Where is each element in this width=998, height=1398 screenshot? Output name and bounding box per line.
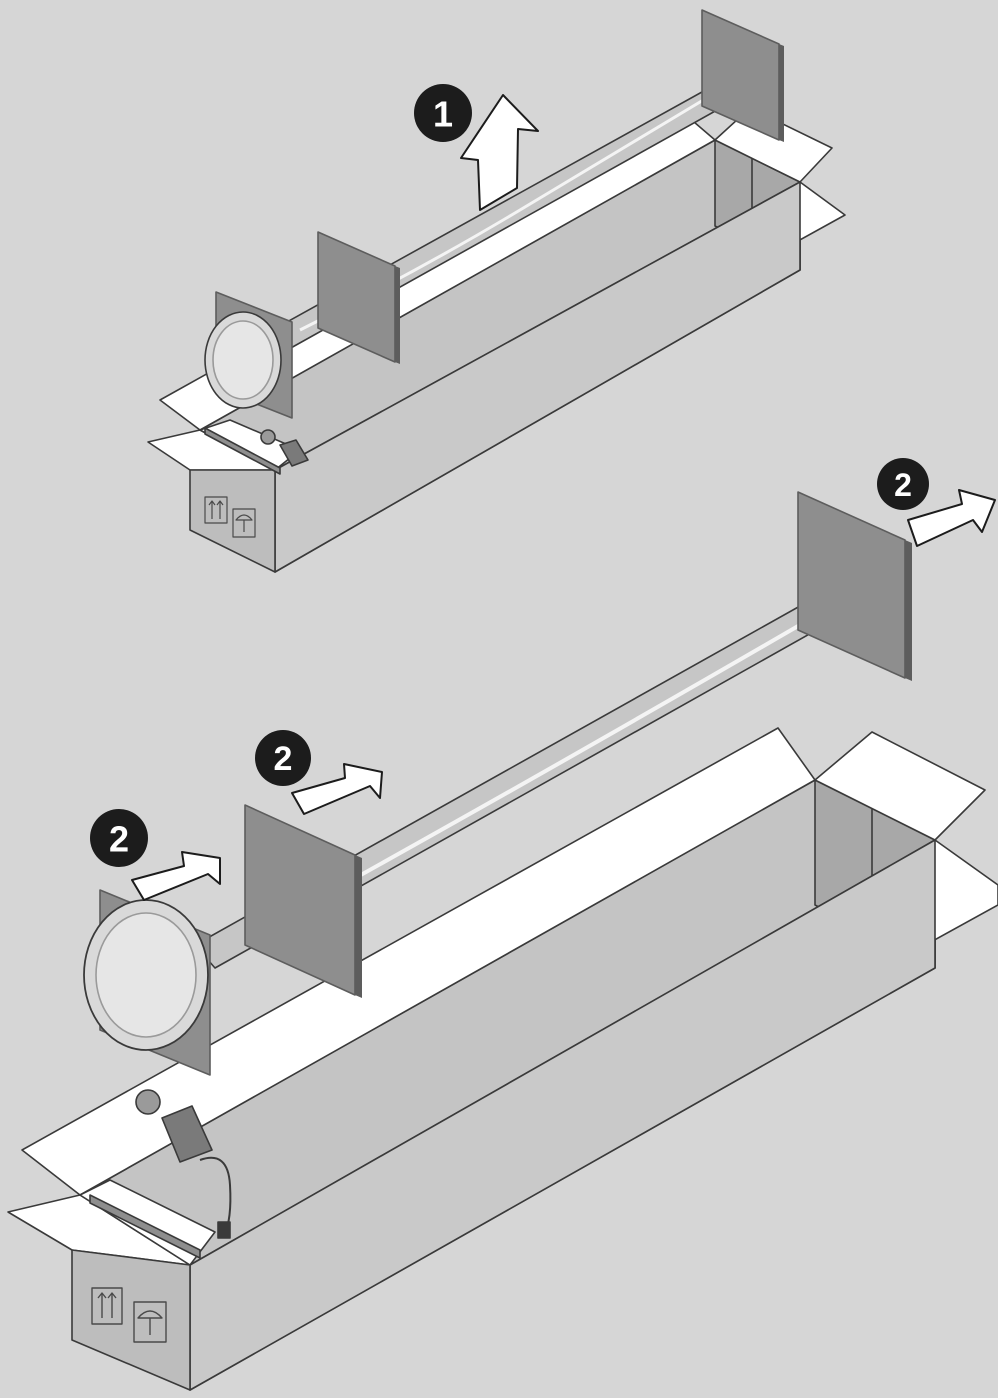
up-arrow-icon <box>460 94 539 211</box>
step-2-badge-right <box>877 458 929 510</box>
step-2-badge-left <box>90 809 148 867</box>
box2-end-wall <box>71 1249 191 1391</box>
keep-dry-umbrella-icon <box>133 1301 167 1343</box>
step-1-arrow: 1 <box>414 84 539 211</box>
step-2-badge-middle <box>255 730 311 786</box>
box2-inner-slot <box>89 1194 201 1259</box>
step-1-badge <box>414 84 472 142</box>
small-part <box>260 429 276 445</box>
right-arrow-icon <box>291 763 383 815</box>
ballast-unit-2 <box>161 1105 213 1163</box>
right-arrow-icon <box>907 489 996 547</box>
box2-far-flap <box>814 731 986 841</box>
panel-step-1 <box>147 9 846 573</box>
step-2-number-right: 2 <box>894 467 912 503</box>
step-2-arrow-right: 2 <box>877 458 996 547</box>
right-arrow-icon <box>131 851 221 901</box>
step-1-number: 1 <box>433 94 453 135</box>
this-way-up-icon <box>91 1287 123 1325</box>
step-2-number-middle: 2 <box>274 740 293 778</box>
step-2-arrow-middle: 2 <box>255 730 383 815</box>
this-way-up-icon <box>204 496 228 524</box>
step-2-number-left: 2 <box>109 819 129 860</box>
plug-icon <box>217 1221 231 1239</box>
ballast-unit <box>279 439 309 467</box>
keep-dry-umbrella-icon <box>232 508 256 538</box>
panel-step-2 <box>7 491 998 1391</box>
step-2-arrow-left: 2 <box>90 809 221 901</box>
small-part-2 <box>135 1089 161 1115</box>
box2-back-flap <box>21 727 816 1196</box>
box-inner-slot <box>204 427 281 475</box>
